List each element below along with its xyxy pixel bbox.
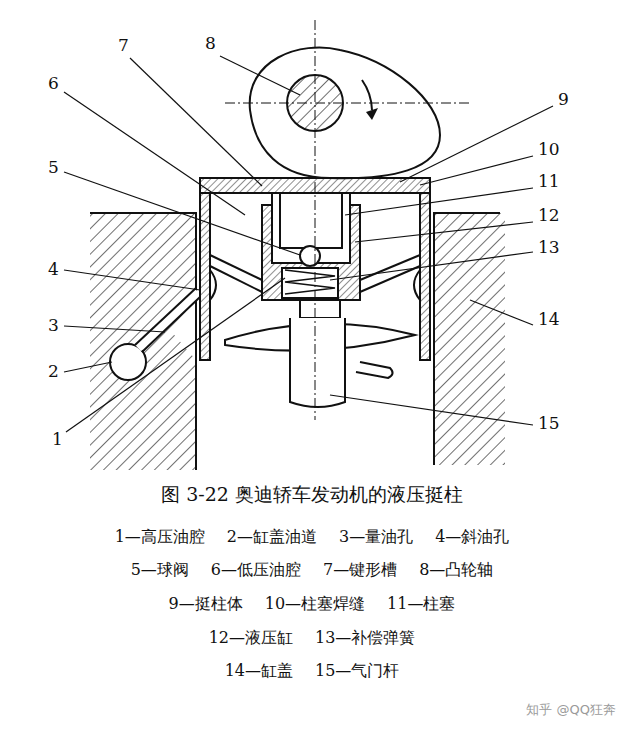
part-key: 5—球阀 [131,560,189,581]
callout-number: 8 [205,34,216,53]
part-key: 4—斜油孔 [435,527,509,548]
part-key: 11—柱塞 [387,594,455,615]
part-key: 7—键形槽 [323,560,397,581]
legend-row: 12—液压缸 13—补偿弹簧 [0,628,624,649]
part-key: 15—气门杆 [315,661,399,682]
legend-row: 9—挺柱体 10—柱塞焊缝 11—柱塞 [0,594,624,615]
watermark: 知乎 @QQ狂奔 [526,703,616,717]
part-key: 14—缸盖 [225,661,293,682]
part-key: 10—柱塞焊缝 [265,594,365,615]
callout-number: 14 [538,310,560,329]
part-key: 12—液压缸 [209,628,293,649]
callout-number: 10 [538,140,560,159]
part-key: 6—低压油腔 [211,560,301,581]
callout-number: 6 [48,74,59,93]
legend-row: 1—高压油腔 2—缸盖油道 3—量油孔 4—斜油孔 [0,527,624,548]
callout-number: 7 [118,36,129,55]
figure-caption: 图 3-22 奥迪轿车发动机的液压挺柱 [0,484,624,505]
callout-number: 12 [538,206,560,225]
legend-row: 14—缸盖 15—气门杆 [0,661,624,682]
part-key: 9—挺柱体 [169,594,243,615]
callout-number: 1 [52,430,63,449]
callout-number: 13 [538,238,560,257]
part-key: 1—高压油腔 [115,527,205,548]
part-key: 13—补偿弹簧 [315,628,415,649]
callout-number: 2 [48,362,59,381]
callout-number: 15 [538,414,560,433]
callout-number: 5 [48,158,59,177]
callout-number: 3 [48,316,59,335]
legend-row: 5—球阀 6—低压油腔 7—键形槽 8—凸轮轴 [0,560,624,581]
part-key: 8—凸轮轴 [419,560,493,581]
callout-number: 4 [48,260,59,279]
callout-number: 9 [558,90,569,109]
part-key: 2—缸盖油道 [227,527,317,548]
callout-number: 11 [538,172,560,191]
part-key: 3—量油孔 [339,527,413,548]
